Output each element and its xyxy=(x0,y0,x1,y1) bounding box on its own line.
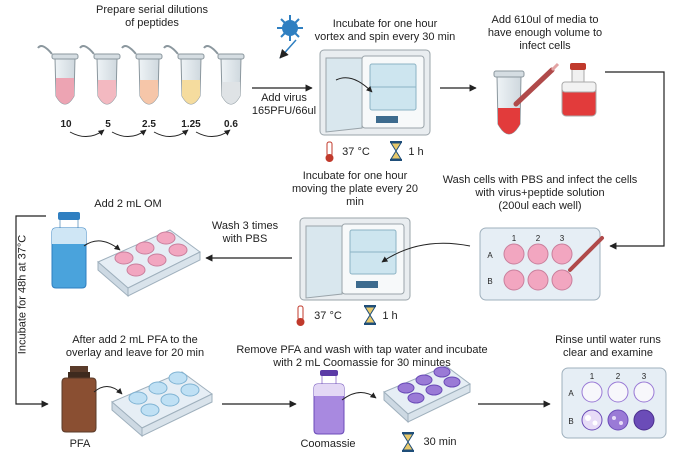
row-label: A xyxy=(568,389,574,398)
well-plate-icon xyxy=(383,365,471,424)
thermometer-icon xyxy=(325,141,334,162)
well-plate-icon xyxy=(561,367,667,439)
pfa-bottle-label: PFA xyxy=(69,438,91,450)
temperature: 37 °C xyxy=(342,146,370,158)
tube-icon xyxy=(163,45,205,105)
pipette-icon xyxy=(513,62,560,107)
row-label: B xyxy=(487,277,493,286)
arrow xyxy=(15,215,49,408)
col-label: 1 xyxy=(511,234,517,243)
pipette-icon xyxy=(568,236,604,272)
tube-icon xyxy=(493,70,525,135)
flask-icon xyxy=(561,63,597,117)
conc-label: 10 xyxy=(60,119,72,130)
well-plate-icon xyxy=(97,229,201,298)
conc-label: 0.6 xyxy=(224,119,238,130)
dilution-tubes xyxy=(37,45,245,137)
tube-icon xyxy=(121,45,163,105)
incubate48-label: Incubate for 48h at 37°C xyxy=(16,234,29,355)
hourglass-icon xyxy=(402,432,414,452)
arrow xyxy=(605,71,665,250)
bottle-icon xyxy=(51,212,121,289)
conc-label: 5 xyxy=(105,119,111,130)
om-title: Add 2 mL OM xyxy=(94,198,162,210)
duration: 1 h xyxy=(408,146,424,158)
col-label: 1 xyxy=(589,372,595,381)
tube-icon xyxy=(203,45,245,105)
well-plate-icon xyxy=(479,227,601,301)
virus-icon xyxy=(277,15,303,59)
conc-label: 2.5 xyxy=(142,119,156,130)
row-label: A xyxy=(487,251,493,260)
tube-icon xyxy=(79,45,121,105)
hourglass-icon xyxy=(390,141,402,161)
infect-title: Wash cells with PBS and infect the cells… xyxy=(442,174,638,212)
col-label: 3 xyxy=(641,372,647,381)
tube-icon xyxy=(37,45,79,105)
incubator-icon xyxy=(319,49,431,136)
col-label: 2 xyxy=(615,372,621,381)
row-label: B xyxy=(568,417,574,426)
bottle-icon xyxy=(313,370,377,435)
duration: 30 min xyxy=(423,436,457,448)
hourglass-icon xyxy=(364,305,376,325)
bottle-icon xyxy=(61,366,123,433)
thermometer-icon xyxy=(296,305,305,326)
coomassie-title: Remove PFA and wash with tap water and i… xyxy=(236,344,488,369)
duration: 1 h xyxy=(382,310,398,322)
col-label: 2 xyxy=(535,234,541,243)
incubator-icon xyxy=(299,217,471,301)
col-label: 3 xyxy=(559,234,565,243)
coomassie-bottle-label: Coomassie xyxy=(300,438,356,450)
well-plate-icon xyxy=(111,371,213,438)
temperature: 37 °C xyxy=(314,310,342,322)
conc-label: 1.25 xyxy=(181,119,201,130)
